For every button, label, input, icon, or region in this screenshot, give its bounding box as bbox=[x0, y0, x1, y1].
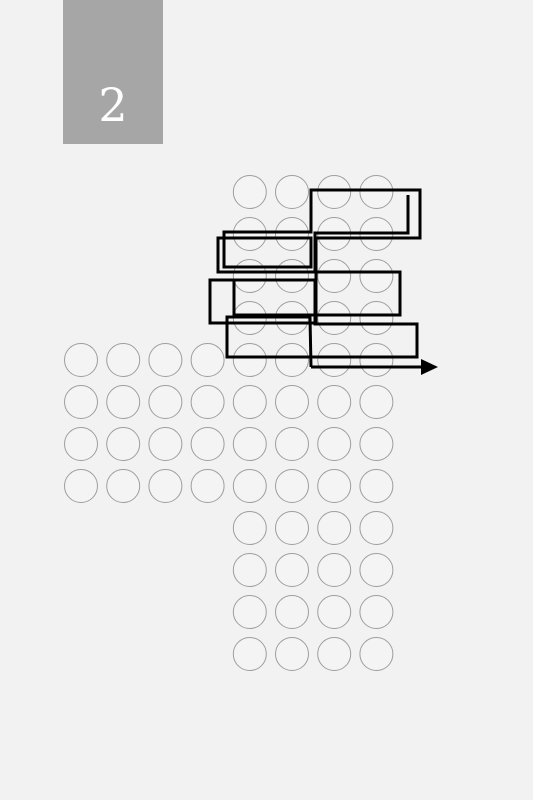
seat-circle bbox=[359, 385, 394, 419]
seat-circle bbox=[359, 595, 394, 629]
seat-circle bbox=[232, 637, 267, 671]
seat-circle bbox=[190, 469, 225, 503]
arrowhead-icon bbox=[421, 359, 438, 375]
seat-circle bbox=[106, 385, 141, 419]
seat-circle bbox=[275, 343, 309, 377]
seat-circle bbox=[64, 385, 98, 419]
seat-circle bbox=[359, 511, 394, 545]
snake-path bbox=[208, 188, 438, 375]
seat-circle bbox=[359, 175, 394, 209]
seat-circle bbox=[232, 427, 267, 461]
seat-circle bbox=[275, 469, 309, 503]
seat-circle bbox=[232, 217, 267, 251]
seat-circle bbox=[64, 469, 98, 503]
seat-circle bbox=[148, 427, 183, 461]
seat-circle bbox=[190, 343, 225, 377]
seat-circle bbox=[275, 637, 309, 671]
seat-circle bbox=[359, 259, 394, 293]
seat-circle bbox=[359, 343, 394, 377]
seat-circle bbox=[148, 385, 183, 419]
seat-circle bbox=[359, 637, 394, 671]
seat-circle bbox=[275, 385, 309, 419]
circle-grid bbox=[64, 175, 394, 671]
seat-circle bbox=[106, 427, 141, 461]
seat-circle bbox=[275, 259, 309, 293]
seat-circle bbox=[317, 427, 352, 461]
seat-circle bbox=[317, 469, 352, 503]
seat-circle bbox=[275, 175, 309, 209]
seat-circle bbox=[232, 175, 267, 209]
seat-circle bbox=[190, 385, 225, 419]
seat-circle bbox=[232, 343, 267, 377]
seat-circle bbox=[317, 553, 352, 587]
snake-path-line bbox=[208, 188, 422, 368]
step-number: 2 bbox=[98, 78, 128, 132]
seat-circle bbox=[317, 595, 352, 629]
seat-circle bbox=[148, 469, 183, 503]
seat-circle bbox=[275, 427, 309, 461]
seat-circle bbox=[317, 385, 352, 419]
seat-circle bbox=[232, 385, 267, 419]
seat-circle bbox=[317, 175, 352, 209]
seat-circle bbox=[359, 553, 394, 587]
seat-circle bbox=[232, 553, 267, 587]
seat-circle bbox=[232, 259, 267, 293]
seat-circle bbox=[190, 427, 225, 461]
seat-circle bbox=[359, 301, 394, 335]
seat-circle bbox=[232, 469, 267, 503]
seat-circle bbox=[317, 343, 352, 377]
step-badge: 2 bbox=[63, 0, 163, 144]
seat-circle bbox=[359, 469, 394, 503]
seat-circle bbox=[317, 511, 352, 545]
seat-circle bbox=[64, 343, 98, 377]
seat-circle bbox=[106, 343, 141, 377]
seat-circle bbox=[275, 553, 309, 587]
seat-circle bbox=[275, 511, 309, 545]
seat-circle bbox=[232, 595, 267, 629]
seat-circle bbox=[359, 427, 394, 461]
seat-circle bbox=[148, 343, 183, 377]
seat-circle bbox=[275, 217, 309, 251]
seat-circle bbox=[64, 427, 98, 461]
seat-circle bbox=[106, 469, 141, 503]
seat-circle bbox=[275, 595, 309, 629]
seat-circle bbox=[317, 301, 352, 335]
seat-circle bbox=[232, 511, 267, 545]
seat-circle bbox=[317, 637, 352, 671]
seat-circle bbox=[317, 259, 352, 293]
